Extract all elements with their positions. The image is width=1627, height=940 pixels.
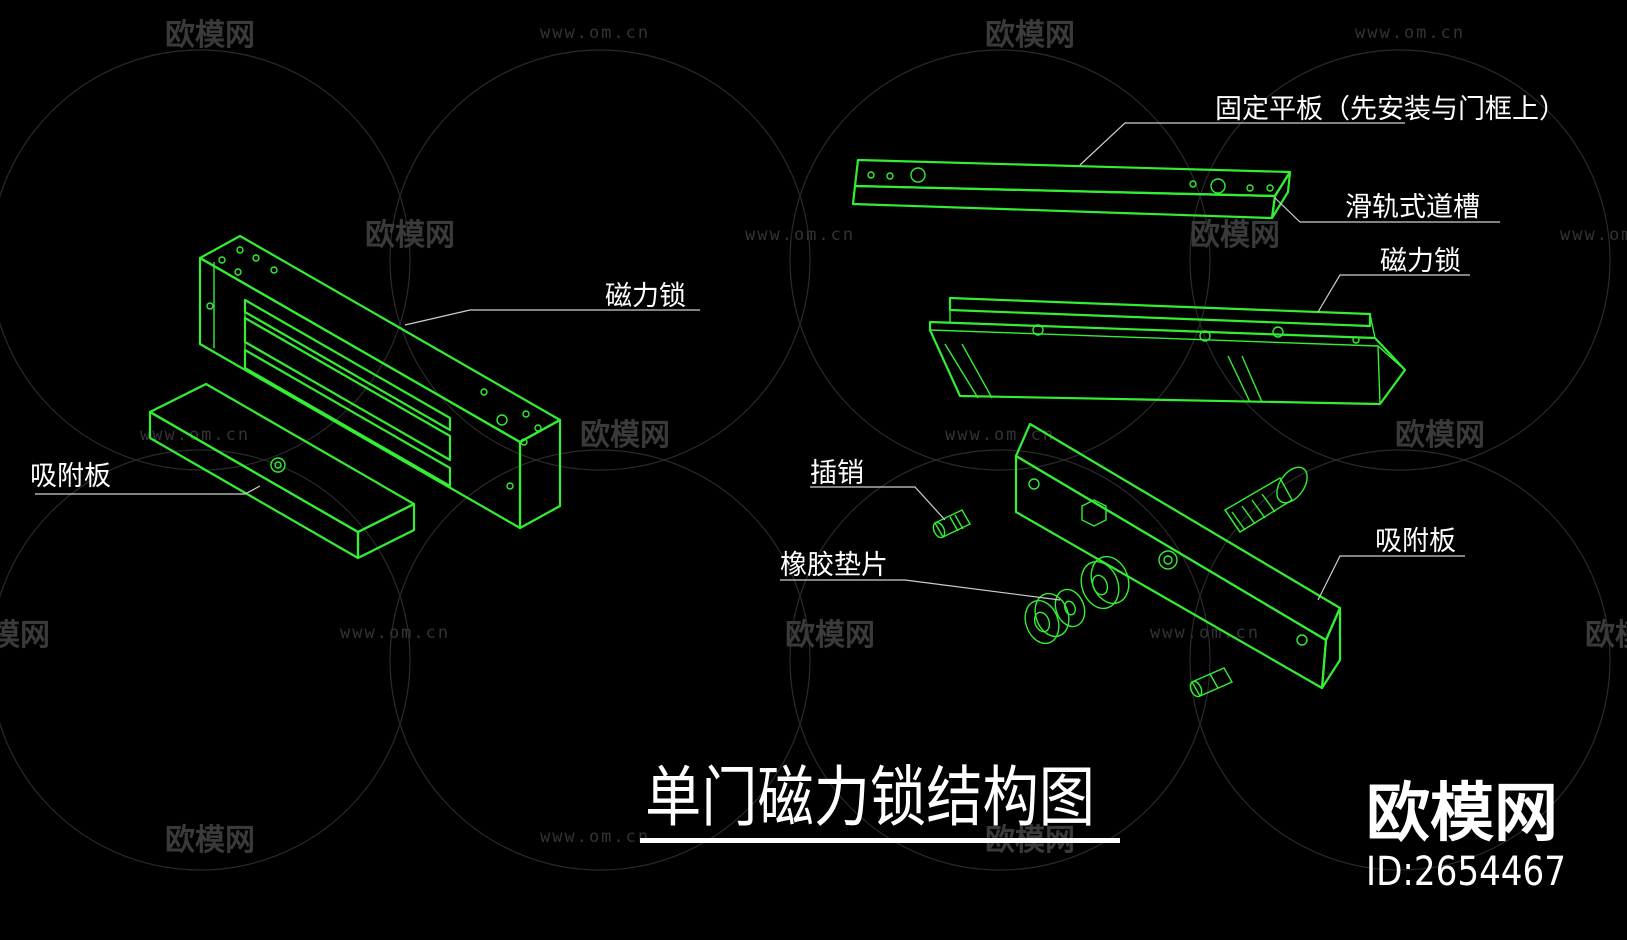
watermark-url: www.om.cn — [1355, 23, 1465, 43]
watermark-url: www.om.cn — [945, 425, 1055, 445]
right-plate-leader — [1317, 555, 1465, 601]
watermark-url: www.om.cn — [340, 623, 450, 643]
watermark-brand: 欧模网 — [1585, 618, 1627, 653]
diagram-title: 单门磁力锁结构图 — [645, 759, 1095, 836]
watermark-brand: 欧模网 — [365, 218, 455, 253]
watermark-url: www.om.cn — [1150, 623, 1260, 643]
right-plate-label: 吸附板 — [1375, 526, 1456, 557]
pin-top — [932, 509, 971, 539]
watermark-brand: 欧模网 — [985, 18, 1075, 53]
watermark-url: www.om.cn — [540, 23, 650, 43]
right-lock-leader — [1317, 274, 1470, 313]
watermark-url: www.om.cn — [745, 225, 855, 245]
brand-id: ID:2654467 — [1366, 849, 1566, 895]
washer-label: 橡胶垫片 — [780, 550, 888, 581]
slide-rail-leader — [1274, 197, 1500, 223]
watermark-url: www.om.cn — [540, 827, 650, 847]
pin-bottom — [1189, 667, 1233, 698]
right-armature-plate — [1014, 422, 1342, 690]
slide-rail-label: 滑轨式道槽 — [1345, 192, 1480, 223]
pin-leader — [810, 486, 946, 521]
right-magnetic-lock — [928, 296, 1407, 406]
left-lock-label: 磁力锁 — [605, 281, 686, 312]
brand-name: 欧模网 — [1366, 777, 1558, 851]
watermark-brand: 欧模网 — [165, 823, 255, 858]
watermark-brand: 欧模网 — [165, 18, 255, 53]
rubber-washers — [1024, 555, 1130, 645]
watermark-brand: 欧模网 — [1395, 418, 1485, 453]
title-underline — [640, 838, 1120, 843]
screw — [1223, 466, 1308, 533]
watermark-url: www.om.cn — [1560, 225, 1627, 245]
watermarks: 欧模网 www.om.cn 欧模网 www.om.cn www.om.cn 欧模… — [0, 18, 1627, 858]
watermark-url: www.om.cn — [140, 425, 250, 445]
mount-plate-label: 固定平板（先安装与门框上） — [1215, 94, 1566, 125]
watermark-brand: 欧模网 — [785, 618, 875, 653]
watermark-brand: 欧模网 — [1190, 218, 1280, 253]
left-plate-label: 吸附板 — [30, 461, 111, 492]
pin-label: 插销 — [810, 458, 864, 489]
washer-leader — [780, 579, 1061, 601]
watermark-brand: 欧模网 — [580, 418, 670, 453]
mounting-plate — [851, 158, 1292, 220]
left-plate-leader — [35, 485, 261, 495]
watermark-arcs — [0, 49, 1611, 871]
watermark-brand: 欧模网 — [0, 618, 50, 653]
left-armature-plate — [148, 382, 416, 560]
left-lock-leader — [404, 309, 700, 326]
mount-plate-leader — [1079, 122, 1405, 166]
right-lock-label: 磁力锁 — [1380, 246, 1461, 277]
left-magnetic-lock — [198, 234, 562, 530]
